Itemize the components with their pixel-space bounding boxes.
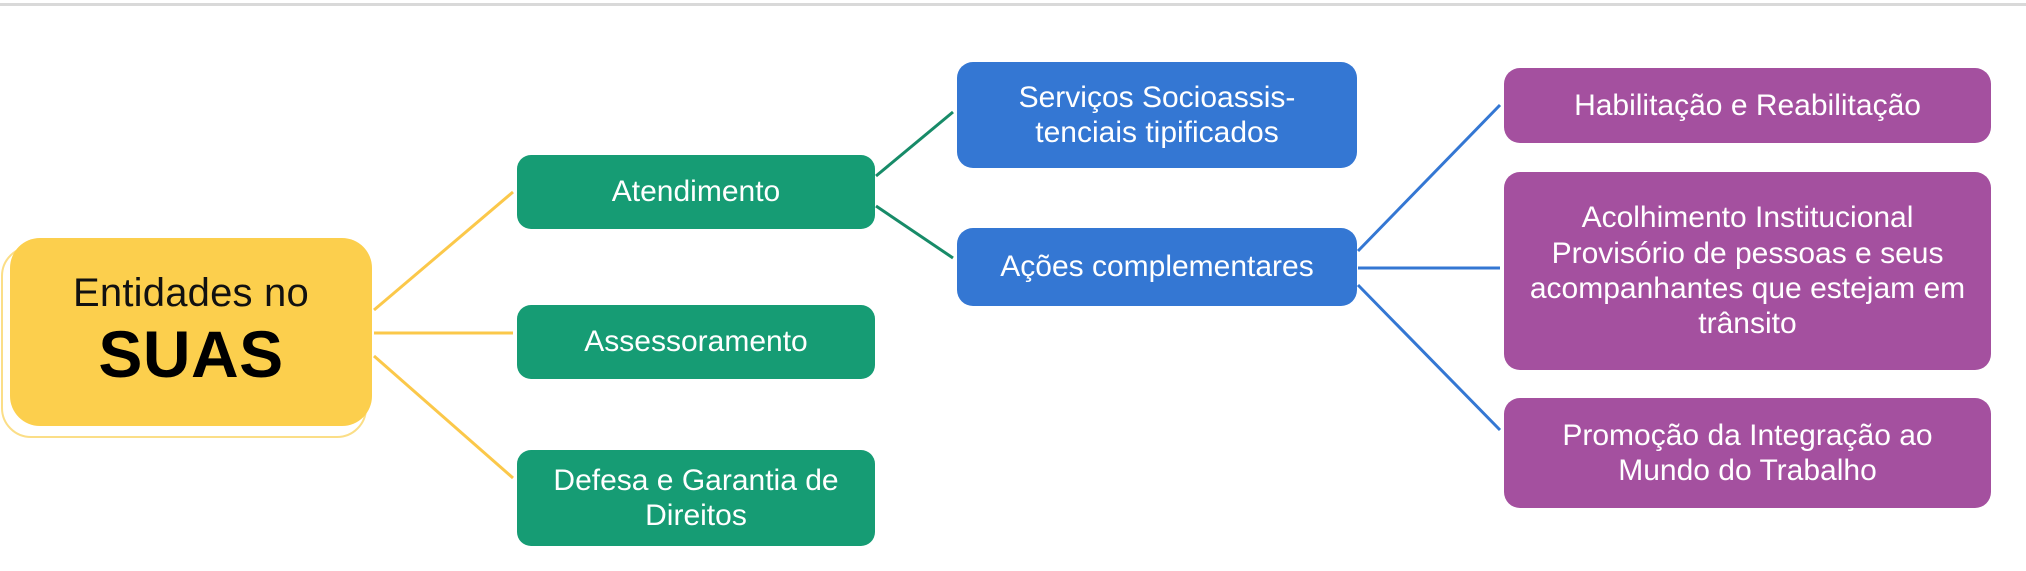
node-habilitacao-e-reabilitacao[interactable]: Habilitação e Reabilitação [1504, 68, 1991, 143]
node-atendimento-label: Atendimento [611, 175, 781, 209]
edge-root-defesa [373, 354, 514, 480]
node-acolhimento-label: Acolhimento Institucional Provisório de … [1529, 201, 1966, 341]
edge-atendimento-servicos [875, 110, 954, 178]
edge-acoes-promocao [1356, 283, 1502, 432]
node-servicos-socioassistenciais-tipificados[interactable]: Serviços Socioassis-tenciais tipificados [957, 62, 1357, 168]
node-assessoramento-label: Assessoramento [584, 325, 808, 359]
node-defesa-label: Defesa e Garantia de Direitos [553, 463, 839, 532]
top-divider [0, 3, 2026, 6]
edge-acoes-habilitacao [1356, 103, 1502, 253]
node-servicos-label: Serviços Socioassis-tenciais tipificados [1018, 80, 1296, 149]
node-acolhimento-institucional-provisorio[interactable]: Acolhimento Institucional Provisório de … [1504, 172, 1991, 370]
root-node-line2: SUAS [98, 316, 284, 391]
node-atendimento[interactable]: Atendimento [517, 155, 875, 229]
node-defesa-e-garantia-de-direitos[interactable]: Defesa e Garantia de Direitos [517, 450, 875, 546]
node-assessoramento[interactable]: Assessoramento [517, 305, 875, 379]
root-node-entidades-no-suas[interactable]: Entidades no SUAS [10, 238, 372, 426]
node-acoes-complementares[interactable]: Ações complementares [957, 228, 1357, 306]
node-promocao-da-integracao-ao-mundo-do-trabalho[interactable]: Promoção da Integração ao Mundo do Traba… [1504, 398, 1991, 508]
edge-root-atendimento [373, 190, 514, 312]
node-acoes-label: Ações complementares [1000, 250, 1314, 284]
root-node-line1: Entidades no [73, 271, 309, 316]
node-habilitacao-label: Habilitação e Reabilitação [1574, 88, 1921, 122]
node-promocao-label: Promoção da Integração ao Mundo do Traba… [1562, 418, 1933, 487]
edge-atendimento-acoes [875, 204, 954, 260]
